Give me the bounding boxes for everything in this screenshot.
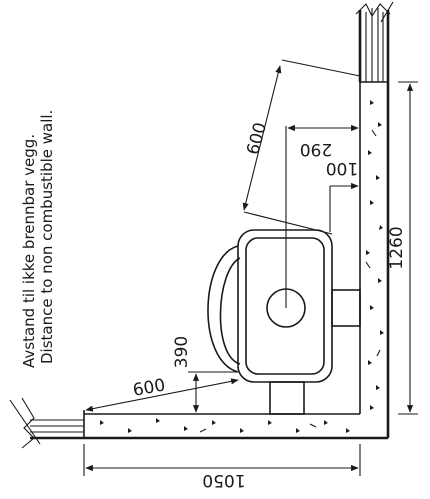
wall-section: [9, 1, 394, 449]
dim-label-diag-top: 600: [243, 120, 271, 157]
dim-label-height: 1260: [387, 226, 407, 269]
dim-label-back-offset: 290: [300, 139, 332, 159]
dim-label-floor-height: 390: [172, 336, 192, 368]
concrete-texture: [100, 100, 384, 433]
dim-label-side-offset: 100: [326, 158, 358, 178]
dim-label-diag-bottom: 600: [131, 375, 166, 400]
dim-label-width: 1050: [202, 470, 245, 490]
stove-outline: [207, 229, 361, 415]
dimension-lines: [83, 59, 418, 476]
caption-norwegian: Avstand til ikke brennbar vegg.: [20, 134, 38, 368]
caption-english: Distance to non combustible wall.: [38, 110, 56, 364]
